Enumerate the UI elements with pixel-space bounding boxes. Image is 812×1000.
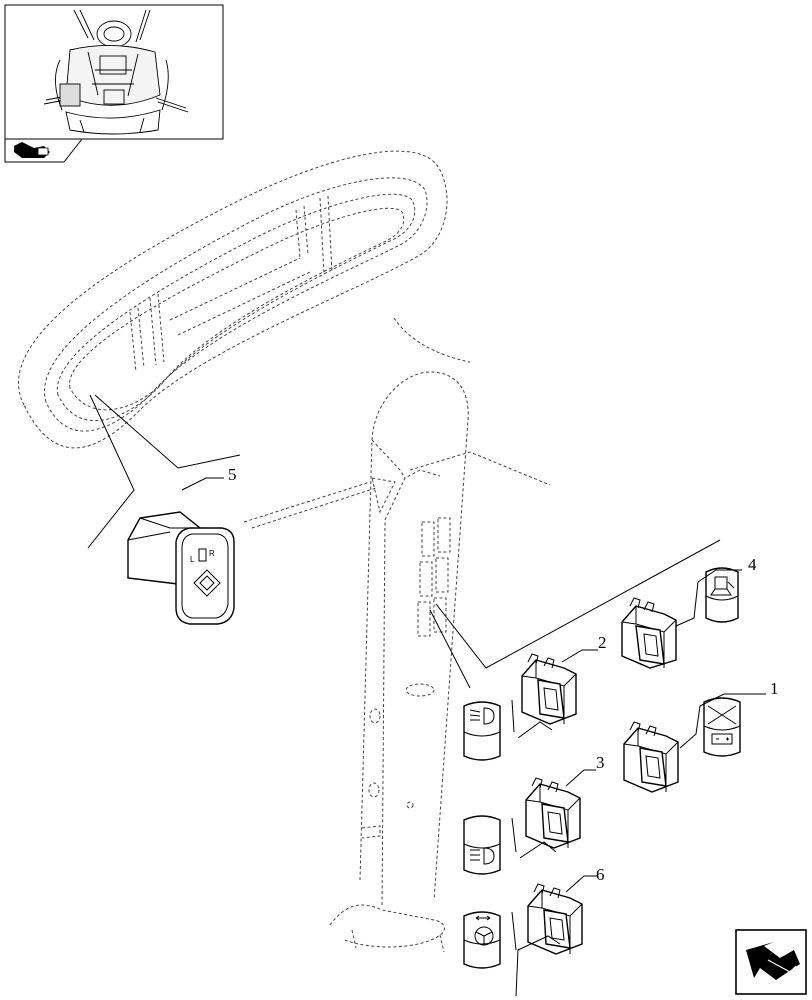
leader-6: [565, 875, 598, 893]
part-4-rocker-switch[interactable]: [621, 597, 677, 669]
leader-6-cap: [511, 911, 561, 997]
leader-group-switches: [429, 539, 721, 689]
part-1-cap[interactable]: [703, 697, 741, 757]
leader-1: [679, 693, 766, 749]
part-2-rocker-switch[interactable]: [521, 653, 577, 725]
leader-group-5: [87, 394, 241, 549]
leader-3-cap: [511, 817, 557, 859]
mirror-adjust-icon: L R: [190, 548, 221, 597]
part-6-rocker-switch[interactable]: [527, 883, 583, 955]
leader-3: [565, 769, 596, 787]
part-3-cap[interactable]: [463, 815, 501, 875]
part-3-rocker-switch[interactable]: [525, 777, 581, 849]
thumbnail-view[interactable]: [4, 4, 224, 163]
headlight-low-beam-icon: [469, 707, 495, 725]
part-6-cap[interactable]: [463, 911, 501, 969]
part-5-mirror-switch[interactable]: L R: [127, 511, 235, 625]
cab-roof-frame: [18, 150, 471, 449]
callout-3: 3: [596, 753, 605, 772]
callout-4: 4: [748, 555, 757, 574]
part-4-cap[interactable]: [705, 567, 739, 623]
callout-1: 1: [770, 679, 779, 698]
callout-6: 6: [596, 865, 605, 884]
part-2-cap[interactable]: [463, 701, 501, 761]
steering-mode-icon: [474, 915, 494, 946]
part-1-rocker-switch[interactable]: [623, 721, 679, 793]
leader-2: [561, 649, 598, 663]
work-light-icon: [710, 576, 735, 596]
headlight-high-beam-icon: [470, 847, 495, 865]
tractor-cab-tab-icon: [14, 142, 50, 158]
leader-2-cap: [511, 699, 553, 739]
battery-disconnect-icon: [707, 705, 737, 745]
leader-4: [675, 569, 742, 627]
cab-pillar: [243, 371, 551, 953]
svg-text:R: R: [209, 549, 215, 558]
svg-text:L: L: [190, 555, 195, 564]
callout-2: 2: [598, 633, 607, 652]
tractor-cab-thumbnail: [43, 9, 189, 135]
next-page-arrow-icon[interactable]: [735, 929, 807, 995]
callout-5: 5: [228, 465, 237, 484]
